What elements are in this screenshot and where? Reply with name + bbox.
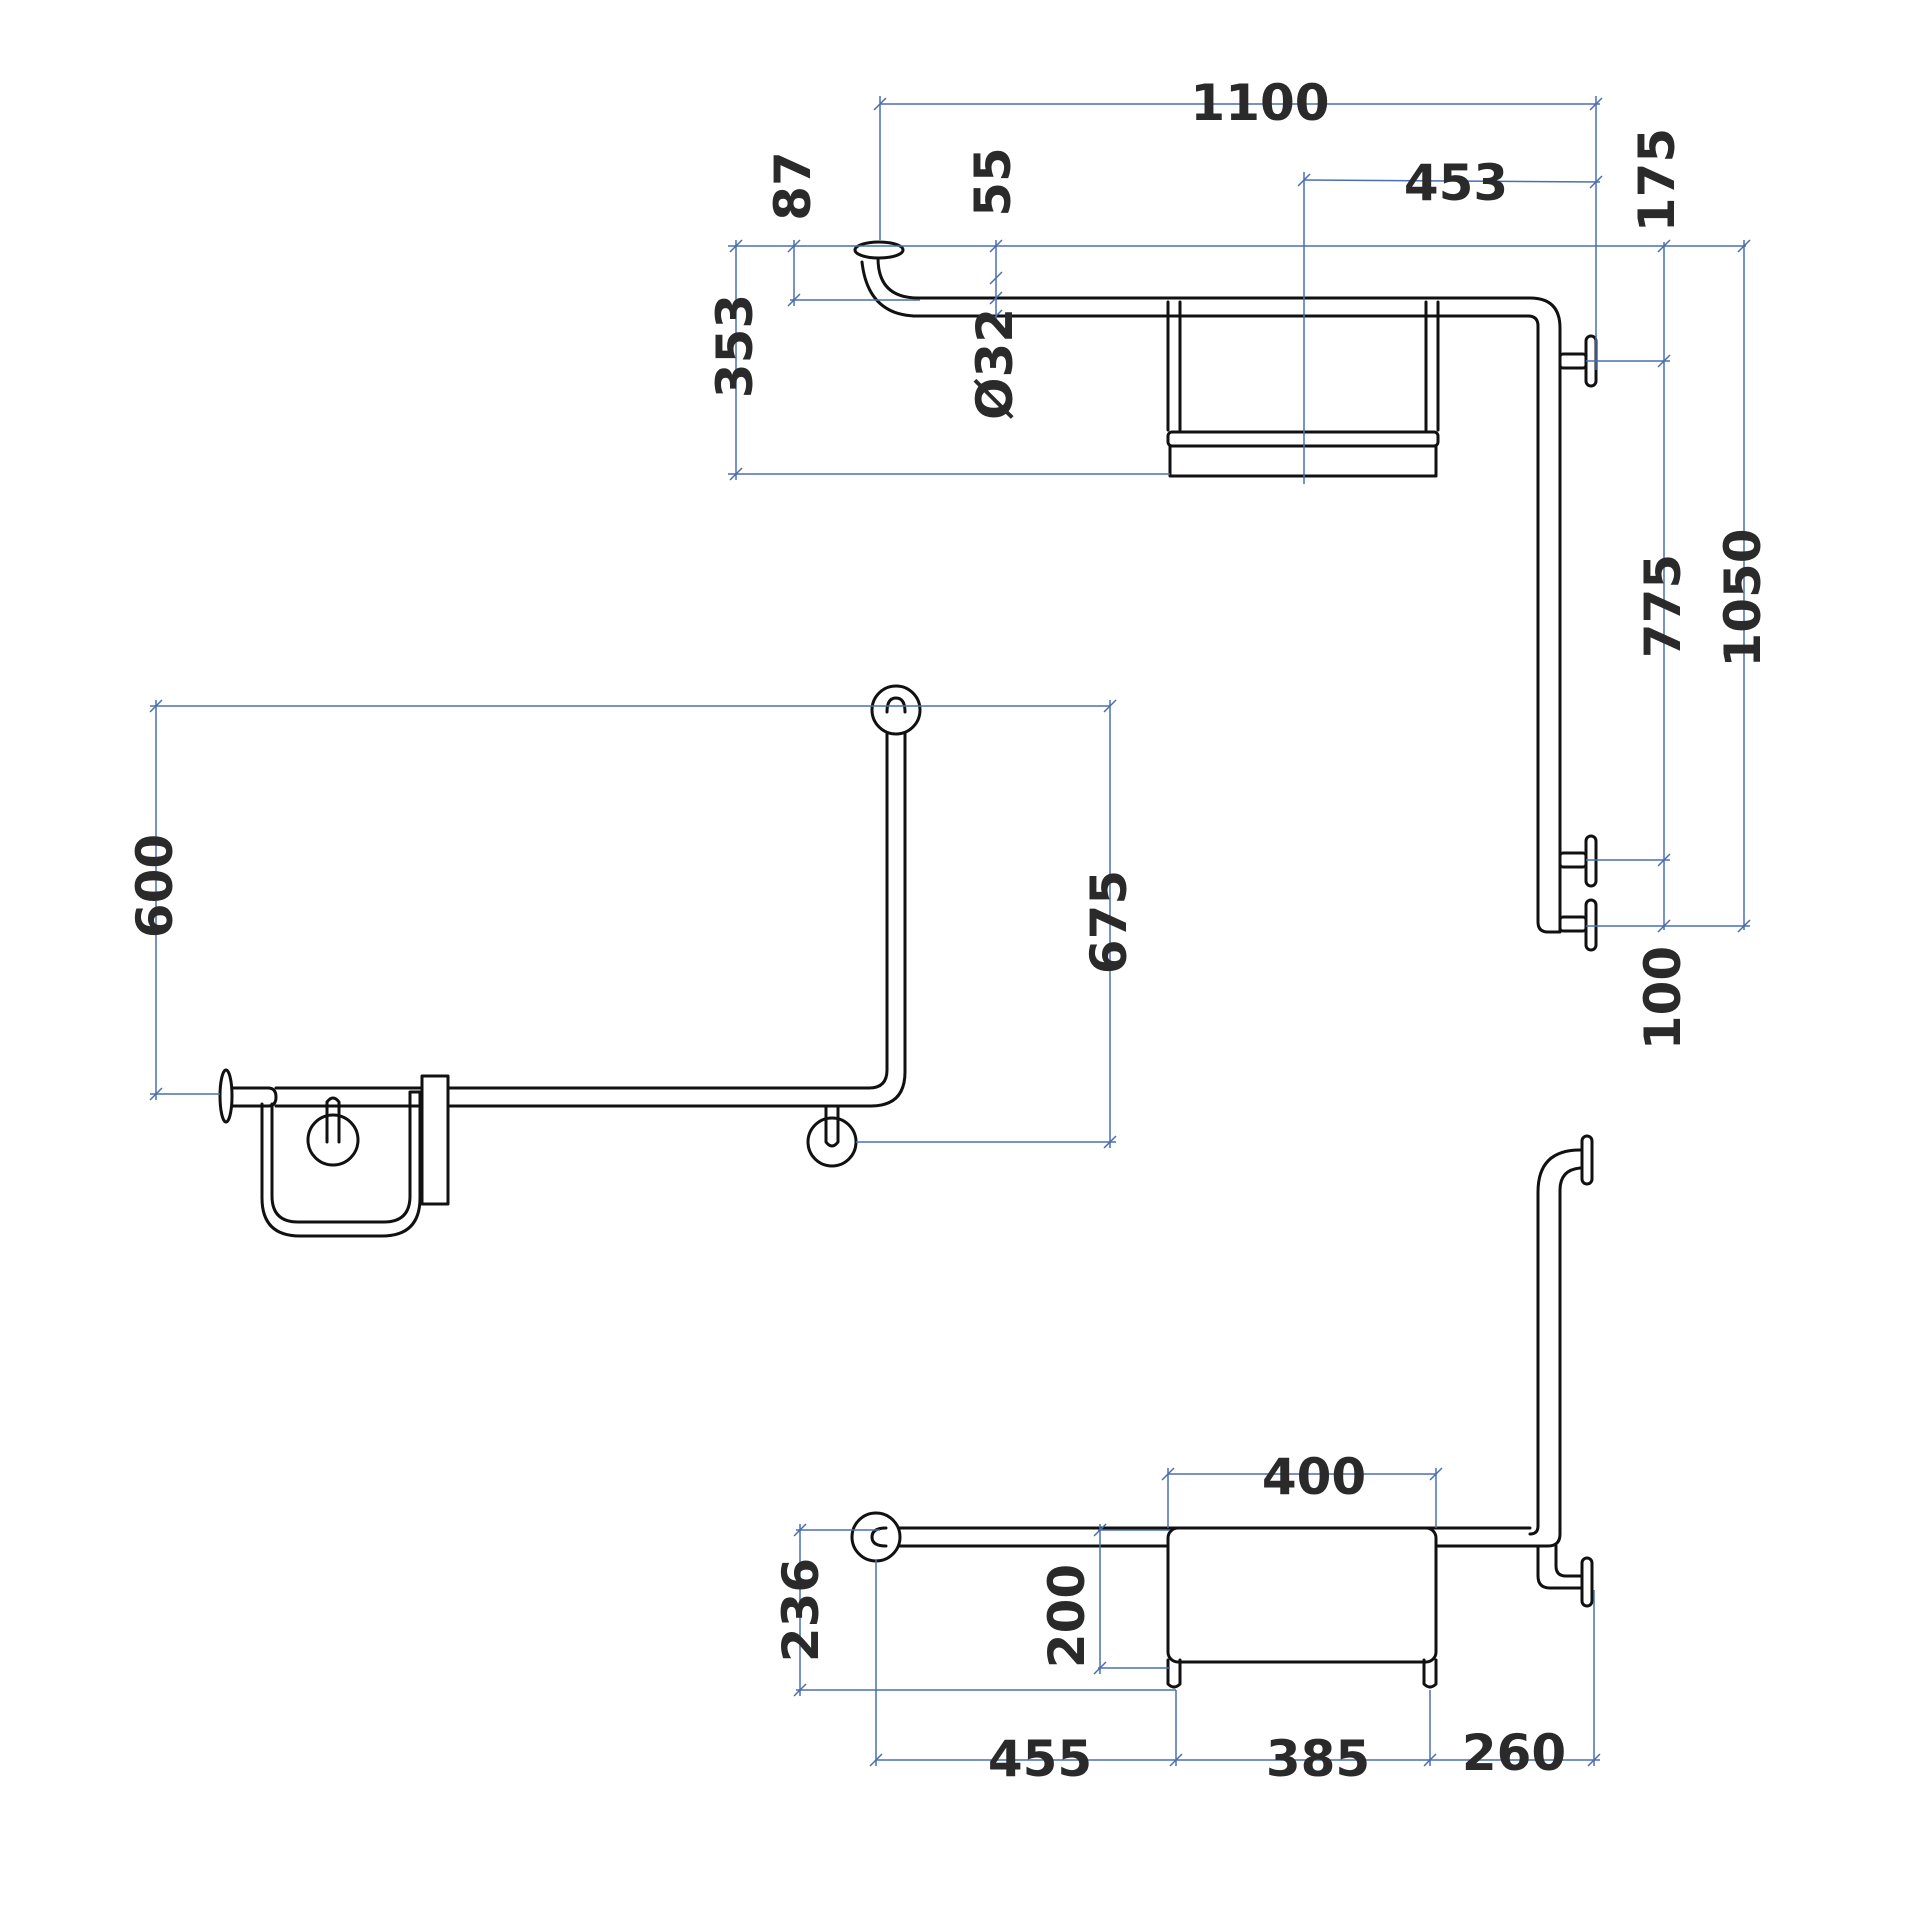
seat-hinge-flange [306,1113,360,1167]
top-view-wall-flanges [1558,334,1598,952]
dim-260-label: 260 [1462,1724,1566,1782]
dim-775-label: 775 [1634,554,1692,658]
dim-353-label: 353 [706,294,764,398]
dim-175-label: 175 [1628,128,1686,232]
dim-385-label: 385 [1266,1730,1370,1788]
dim-200-label: 200 [1038,1564,1096,1668]
top-view-grab-bar [853,240,1562,934]
top-view-dimension-lines [728,96,1751,933]
dim-100-label: 100 [1634,946,1692,1050]
ceiling-flange [870,684,922,736]
front-view-seat [1166,1526,1438,1689]
floor-flange [806,1116,858,1168]
dim-600-label: 600 [126,834,184,938]
seat-folded [420,1074,450,1206]
seat-front [1166,1526,1438,1664]
side-view: 600 675 [126,684,1138,1238]
dim-1100-label: 1100 [1190,74,1329,132]
top-view: 1100 453 175 87 55 353 Ø32 775 1050 100 [706,74,1772,1050]
dim-236-label: 236 [772,1558,830,1662]
wall-flange-side [218,1068,234,1124]
wall-flange-left [853,240,905,260]
dim-32-label: Ø32 [966,308,1024,420]
dim-87-label: 87 [764,151,822,221]
dim-453-label: 453 [1404,154,1508,212]
front-view: 400 236 200 455 385 260 [772,1134,1601,1788]
front-view-dimension-lines [793,1467,1601,1767]
dim-455-label: 455 [988,1730,1092,1788]
dim-1050-label: 1050 [1714,528,1772,667]
dim-55-label: 55 [964,147,1022,217]
wall-flange-front [850,1511,902,1563]
side-view-grab-bar [274,684,922,1168]
dim-400-label: 400 [1262,1448,1366,1506]
dim-675-label: 675 [1080,870,1138,974]
side-view-dimension-lines [149,699,1117,1149]
side-view-seat [218,1068,450,1238]
top-view-seat [1166,300,1440,478]
